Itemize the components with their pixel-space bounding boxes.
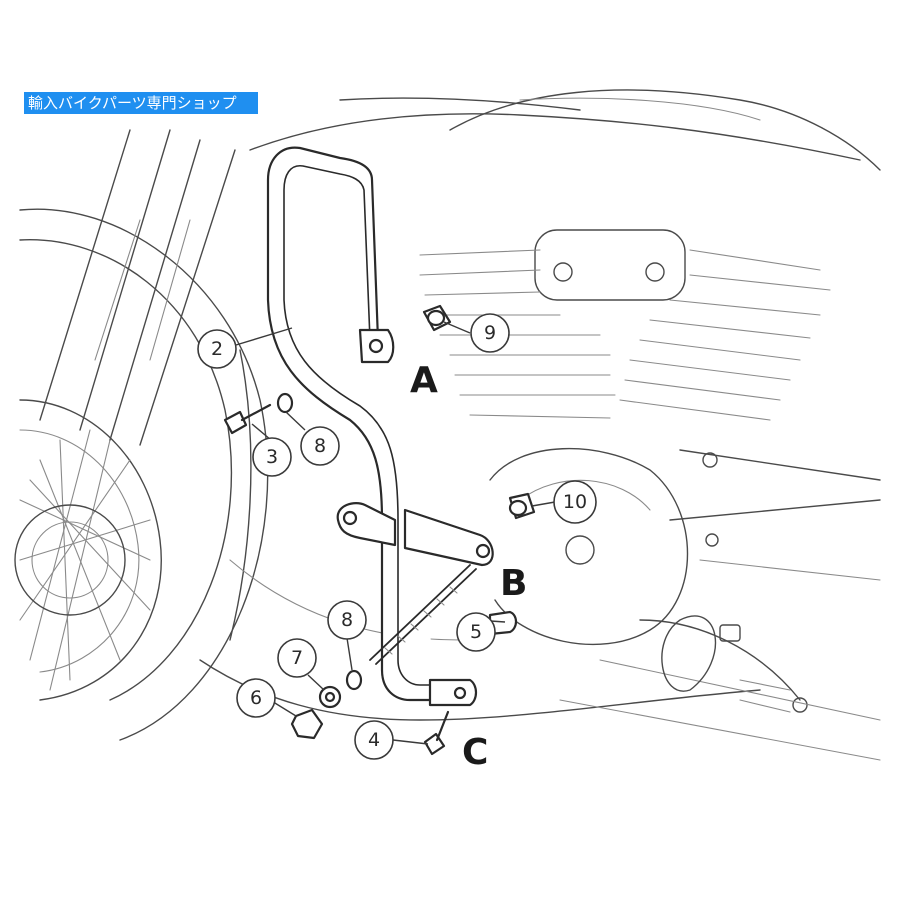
- washer-part-7: [318, 685, 342, 709]
- svg-text:10: 10: [563, 491, 587, 513]
- callout-9: 9: [470, 313, 510, 353]
- svg-text:9: 9: [484, 322, 496, 344]
- bolt-part-3: [223, 403, 272, 435]
- mount-point-c: C: [462, 732, 488, 773]
- callout-8-upper: 8: [300, 426, 340, 466]
- mount-point-b: B: [500, 563, 527, 604]
- svg-text:5: 5: [470, 621, 482, 643]
- svg-text:4: 4: [368, 729, 380, 751]
- mount-point-a: A: [410, 360, 438, 401]
- washer-part-8-upper: [276, 392, 294, 414]
- bolt-part-4: [423, 710, 450, 756]
- svg-text:8: 8: [314, 435, 326, 457]
- spacer-part-10: [508, 492, 536, 520]
- nut-part-6: [290, 708, 324, 740]
- callout-3: 3: [252, 437, 292, 477]
- spacer-part-9: [422, 304, 452, 332]
- callout-10: 10: [553, 480, 597, 524]
- svg-text:7: 7: [291, 647, 303, 669]
- callout-2: 2: [197, 329, 237, 369]
- callout-8-lower: 8: [327, 600, 367, 640]
- leader-lines: [235, 321, 556, 745]
- svg-text:8: 8: [341, 609, 353, 631]
- callout-5: 5: [456, 612, 496, 652]
- crash-bar-part: [266, 146, 494, 707]
- svg-text:2: 2: [211, 338, 223, 360]
- callout-6: 6: [236, 678, 276, 718]
- callout-7: 7: [277, 638, 317, 678]
- washer-part-8-lower: [345, 669, 363, 691]
- spacer-rod-part: [336, 502, 518, 665]
- callout-4: 4: [354, 720, 394, 760]
- svg-text:6: 6: [250, 687, 262, 709]
- svg-text:3: 3: [266, 446, 278, 468]
- shop-banner: 輸入バイクパーツ専門ショップ: [24, 92, 258, 114]
- motorcycle-background-sketch: [14, 89, 881, 761]
